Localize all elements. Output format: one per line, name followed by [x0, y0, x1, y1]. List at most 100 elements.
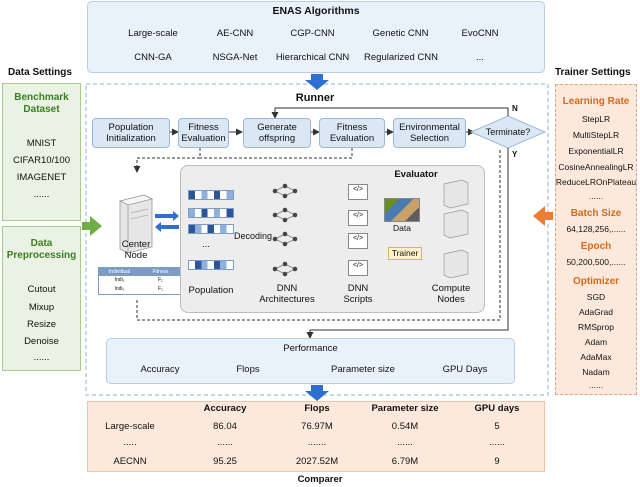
lr-item: ExponentialLR — [568, 146, 624, 156]
comparer-cell: 6.79M — [391, 456, 419, 467]
fitness-evaluation-step-1: Fitness Evaluation — [178, 118, 229, 148]
comparer-cell: 9 — [494, 456, 500, 467]
comparer-header: GPU days — [474, 403, 520, 414]
benchmark-item: IMAGENET — [16, 172, 67, 183]
center-node-label: Center Node — [121, 239, 151, 261]
trainer-settings-title: Trainer Settings — [555, 67, 631, 78]
performance-metric: Accuracy — [140, 364, 180, 375]
performance-metric: Flops — [236, 364, 260, 375]
yes-label: Y — [512, 150, 518, 159]
epoch-item: 50,200,500,...... — [566, 257, 626, 267]
fitness-table-header: Individual — [108, 269, 131, 275]
comparer-panel — [87, 401, 545, 472]
epoch-title: Epoch — [580, 241, 612, 252]
optimizer-item: Nadam — [582, 367, 610, 377]
trainer-settings-arrow — [533, 206, 553, 226]
enas-algorithm: Hierarchical CNN — [275, 52, 350, 63]
enas-algorithms-panel — [87, 1, 545, 73]
data-settings-title: Data Settings — [8, 67, 72, 78]
enas-algorithm: CNN-GA — [134, 52, 172, 63]
population-label: Population — [188, 285, 234, 296]
runner-to-comparer-arrow — [305, 385, 329, 401]
comparer-cell: 2027.52M — [295, 456, 339, 467]
enas-algorithm: ... — [476, 52, 484, 63]
data-settings-arrow — [82, 216, 102, 236]
dnn-architecture-icons — [272, 183, 298, 277]
fitness-table-cell: F₁ — [158, 277, 163, 283]
preprocessing-item: Mixup — [28, 302, 55, 313]
benchmark-dataset-panel — [2, 83, 81, 221]
preprocessing-item: Cutout — [27, 284, 56, 295]
benchmark-item: CIFAR10/100 — [12, 155, 71, 166]
performance-metric: GPU Days — [442, 364, 488, 375]
trainer-label: Trainer — [391, 248, 419, 258]
performance-panel — [106, 338, 515, 384]
preprocessing-item: ...... — [33, 352, 50, 363]
evaluator-title: Evaluator — [394, 169, 438, 180]
evaluator-panel — [180, 165, 485, 313]
enas-algorithm: NSGA-Net — [212, 52, 258, 63]
benchmark-dataset-title: Benchmark Dataset — [14, 92, 69, 115]
data-preprocessing-title: Data Preprocessing — [6, 238, 77, 261]
no-label: N — [512, 104, 518, 113]
comparer-title: Comparer — [297, 474, 343, 485]
performance-metric: Parameter size — [331, 364, 395, 375]
enas-to-runner-arrow — [305, 74, 329, 90]
fitness-table-cell: Indi₁ — [114, 277, 125, 283]
enas-title: ENAS Algorithms — [272, 5, 360, 17]
comparer-cell: 86.04 — [213, 421, 237, 432]
optimizer-item: RMSprop — [578, 322, 614, 332]
comparer-cell: ...... — [217, 437, 233, 448]
lr-item: ...... — [588, 191, 604, 201]
comparer-cell: 5 — [494, 421, 500, 432]
preprocessing-item: Resize — [26, 319, 57, 330]
code-icon: </> — [352, 212, 364, 219]
enas-algorithm: Large-scale — [128, 28, 178, 39]
server-icon — [118, 194, 154, 253]
comparer-cell: ..... — [123, 437, 137, 448]
compute-nodes-label: Compute Nodes — [431, 283, 471, 305]
optimizer-title: Optimizer — [572, 276, 620, 287]
comparer-cell: 76.97M — [301, 421, 333, 432]
data-preprocessing-panel — [2, 226, 81, 371]
optimizer-item: ...... — [588, 380, 604, 390]
code-icon: </> — [352, 235, 364, 242]
fitness-table-cell: Indi₂ — [114, 286, 125, 292]
comparer-header: Parameter size — [371, 403, 439, 414]
enas-algorithm: Genetic CNN — [372, 28, 429, 39]
optimizer-item: AdaGrad — [578, 307, 614, 317]
lr-item: StepLR — [581, 114, 611, 124]
fitness-table-cell: F₂ — [158, 286, 163, 292]
learning-rate-title: Learning Rate — [562, 96, 630, 107]
optimizer-item: AdaMax — [580, 352, 612, 362]
trainer-box — [388, 247, 422, 260]
terminate-label: Terminate? — [485, 127, 531, 137]
data-thumbnail — [384, 198, 420, 222]
generate-offspring-step: Generate offspring — [243, 118, 311, 148]
batch-size-title: Batch Size — [570, 208, 622, 219]
code-icon: </> — [352, 262, 364, 269]
comparer-cell: ...... — [489, 437, 505, 448]
optimizer-item: Adam — [584, 337, 608, 347]
data-label: Data — [393, 223, 411, 233]
preprocessing-item: Denoise — [24, 336, 59, 347]
enas-algorithm: Regularized CNN — [364, 52, 438, 63]
comparer-cell: ...... — [397, 437, 413, 448]
comparer-cell: AECNN — [113, 456, 147, 467]
fitness-evaluation-step-2: Fitness Evaluation — [319, 118, 385, 148]
dnn-architectures-label: DNN Architectures — [259, 283, 315, 305]
decoding-label: Decoding — [234, 231, 273, 241]
trainer-settings-panel — [555, 84, 637, 395]
enas-algorithm: CGP-CNN — [290, 28, 335, 39]
lr-item: ReduceLROnPlateau — [555, 177, 637, 187]
comparer-cell: 0.54M — [391, 421, 419, 432]
fitness-table-header: Fitness — [152, 269, 169, 275]
compute-node-icons — [443, 179, 469, 278]
enas-algorithm: EvoCNN — [461, 28, 499, 39]
fitness-table: Individual Fitness Indi₁ F₁ Indi₂ F₂ — [98, 267, 182, 295]
environmental-selection-step: Environmental Selection — [393, 118, 466, 148]
comparer-header: Accuracy — [203, 403, 247, 414]
optimizer-item: SGD — [586, 292, 606, 302]
dnn-scripts-label: DNN Scripts — [343, 283, 373, 305]
